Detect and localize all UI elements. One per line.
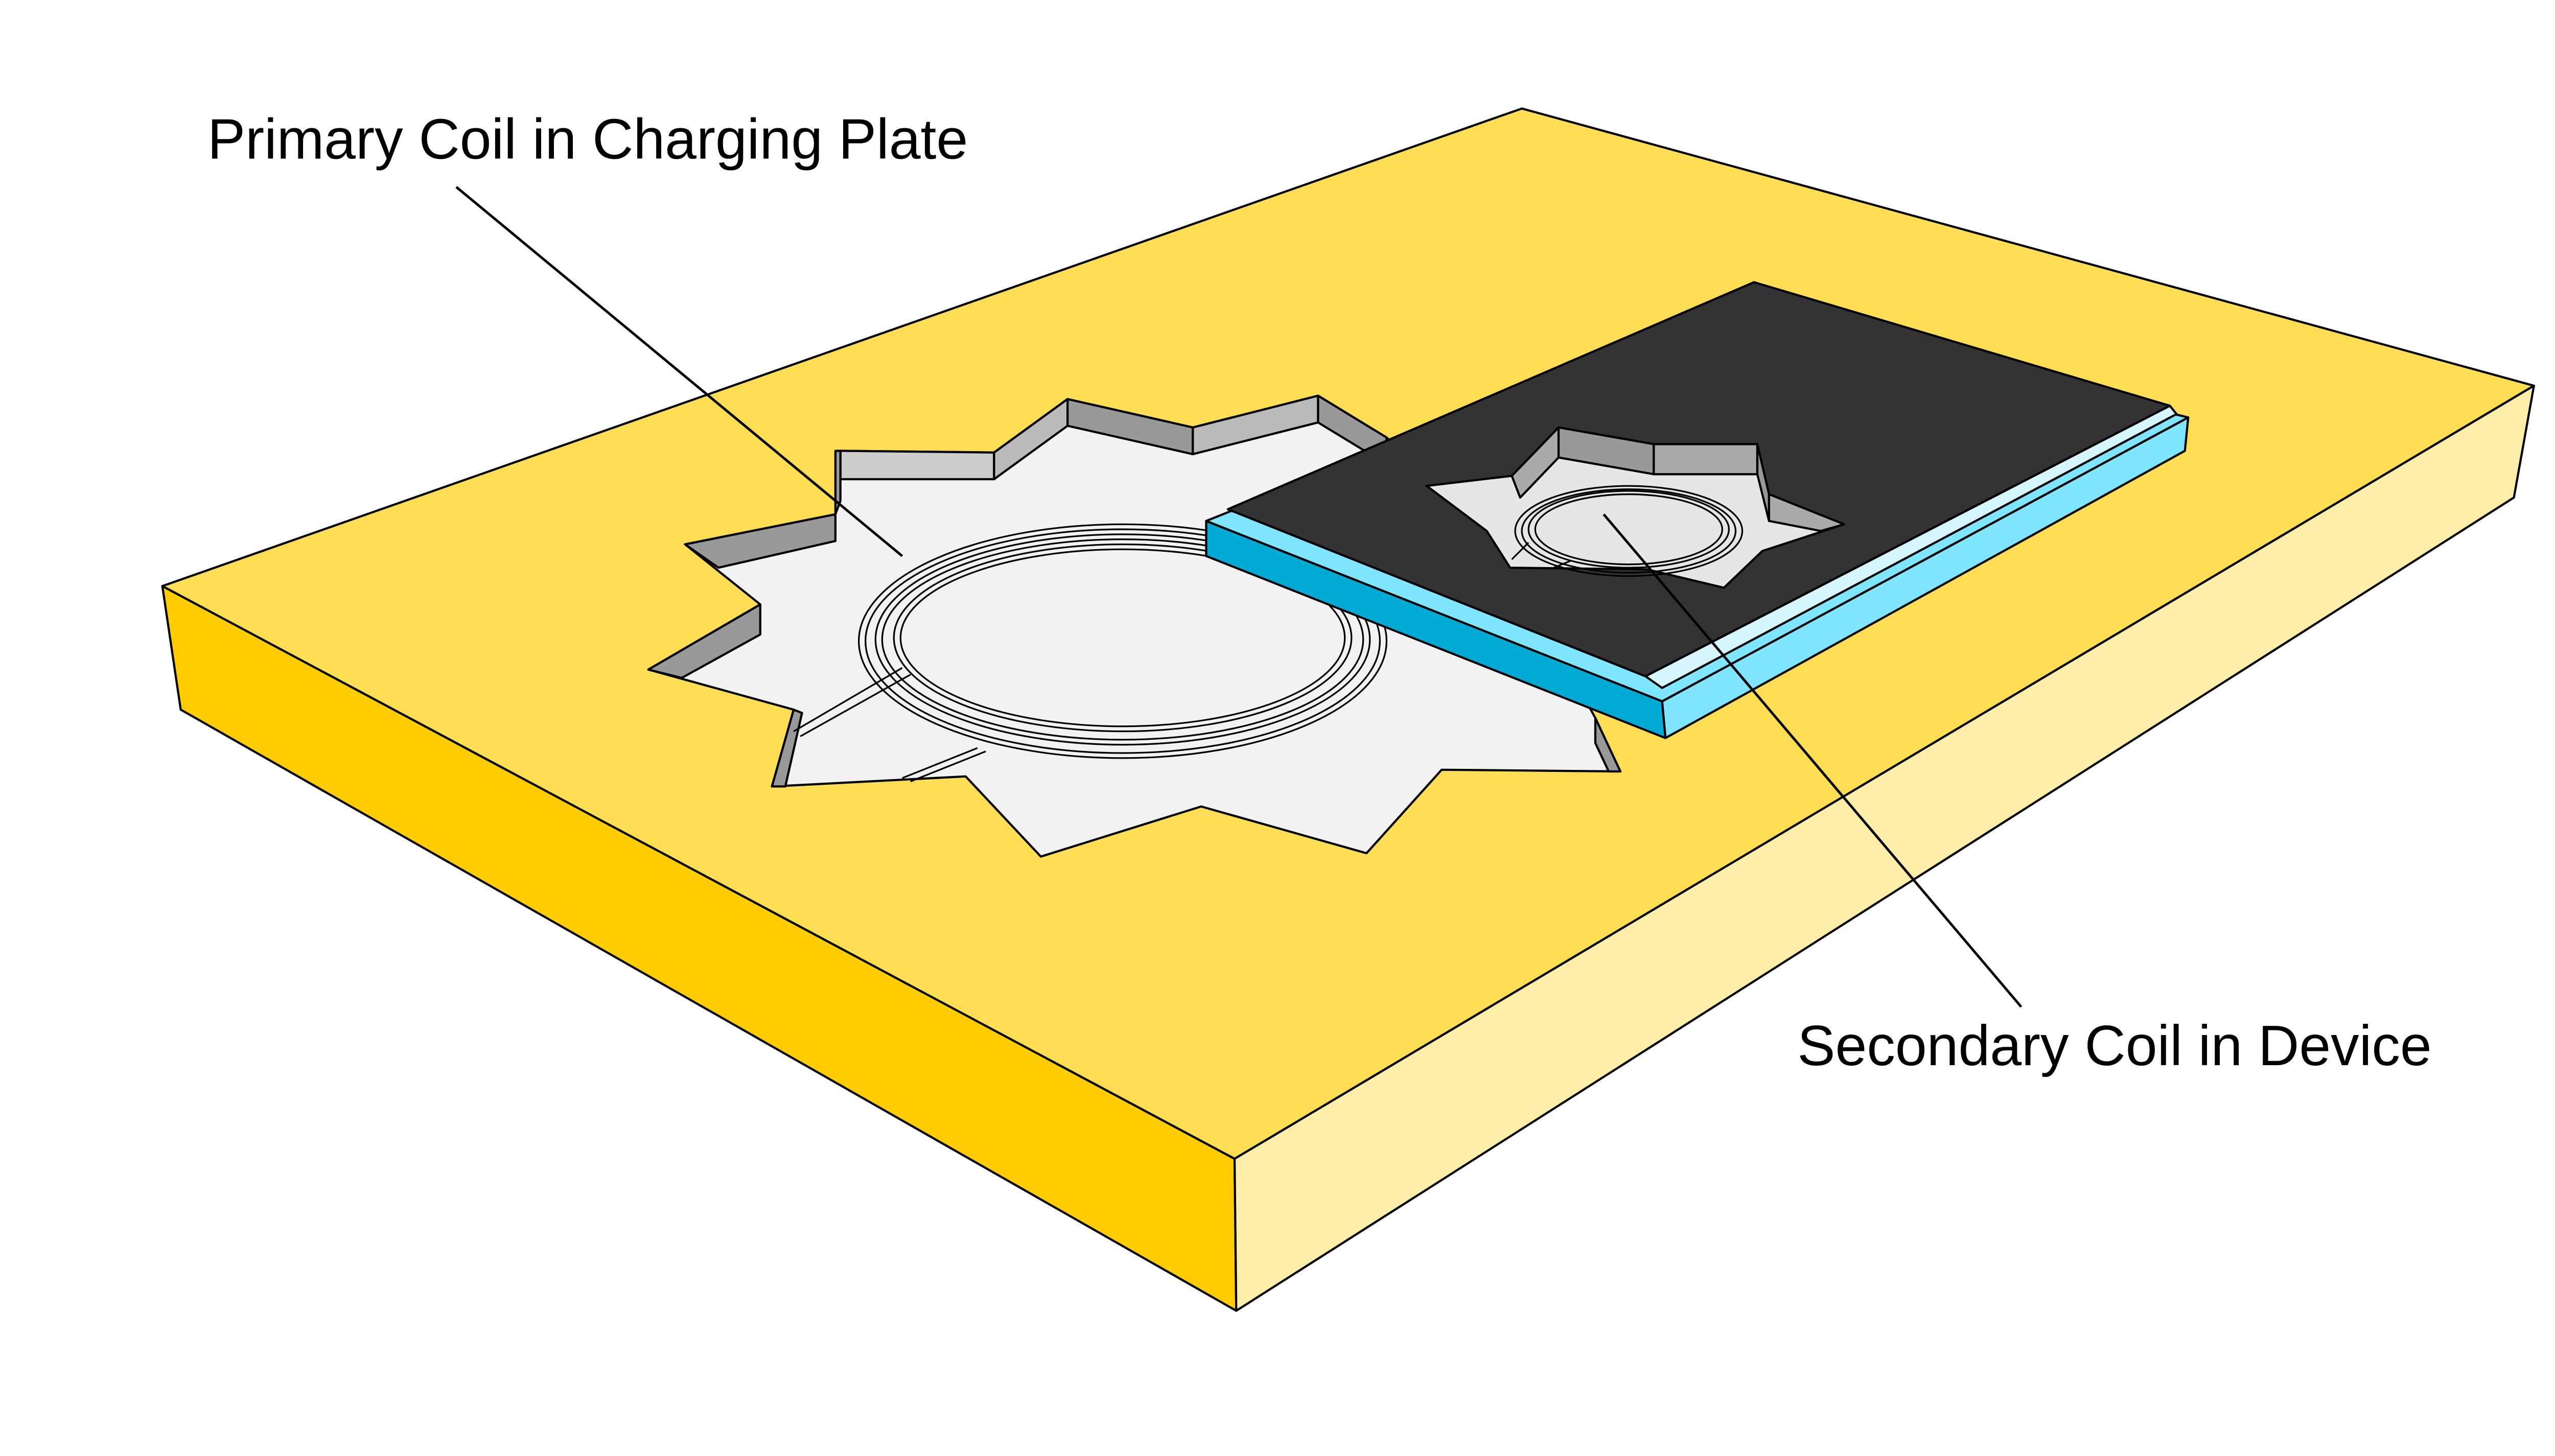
cutout-wall [1594, 717, 1622, 773]
cutout-wall [834, 450, 842, 515]
secondary-leader-line [1602, 513, 2023, 1008]
primary-coil-label: Primary Coil in Charging Plate [207, 107, 968, 171]
secondary-coil-label: Secondary Coil in Device [1797, 1014, 2431, 1077]
cutout-wall [684, 513, 837, 569]
cutout-wall [771, 708, 803, 788]
secondary-coil [1511, 485, 1744, 577]
plate-right-face [1233, 384, 2535, 1312]
cutout-wall [647, 603, 761, 679]
primary-leader-line [455, 186, 903, 557]
device-cutout-wall [1653, 443, 1759, 476]
device-cutout-wall [1768, 493, 1846, 532]
device [1205, 281, 2190, 739]
cutout-wall [839, 450, 995, 481]
primary-coil [793, 523, 1388, 783]
